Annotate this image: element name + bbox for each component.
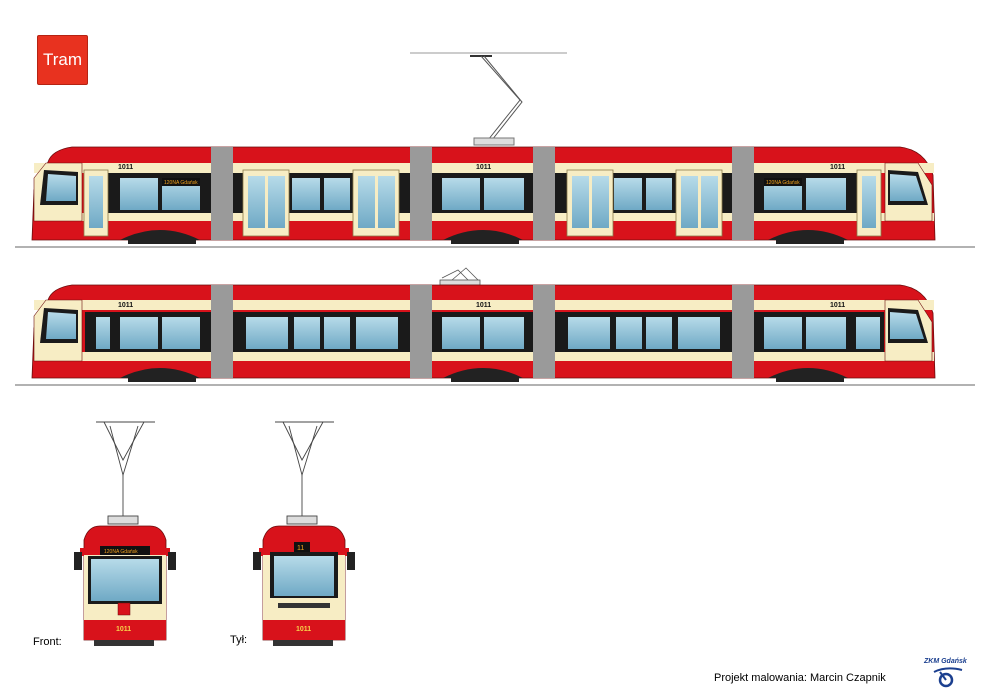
side-view-window-side	[15, 267, 975, 386]
design-credit: Projekt malowania: Marcin Czapnik	[714, 672, 886, 684]
fleet-number-side-2c: 1011	[830, 302, 845, 309]
destination-sign-side-b: 120NA Gdańsk	[766, 180, 800, 186]
logo-text: ZKM Gdańsk	[924, 658, 967, 665]
side-view-door-side	[15, 52, 975, 248]
fleet-number-side-2a: 1011	[118, 302, 133, 309]
fleet-number-side-1a: 1011	[118, 164, 133, 171]
destination-sign-front: 120NA Gdańsk	[104, 549, 138, 555]
pantograph-side-1	[410, 52, 567, 146]
fleet-number-side-1b: 1011	[476, 164, 491, 171]
rear-view-label: Tył:	[230, 634, 248, 646]
destination-sign-side-a: 120NA Gdańsk	[164, 180, 198, 186]
fleet-number-rear: 1011	[296, 626, 311, 633]
front-view-label: Front:	[33, 636, 62, 648]
tram-badge: Tram	[37, 35, 88, 85]
front-view	[74, 421, 176, 646]
logo-swirl-icon	[933, 667, 963, 688]
zkm-gdansk-logo: ZKM Gdańsk	[924, 658, 968, 688]
rear-route-number: 11	[297, 545, 304, 552]
fleet-number-side-2b: 1011	[476, 302, 491, 309]
fleet-number-front: 1011	[116, 626, 131, 633]
fleet-number-side-1c: 1011	[830, 164, 845, 171]
rear-view	[253, 421, 355, 646]
pantograph-side-2	[439, 267, 481, 286]
